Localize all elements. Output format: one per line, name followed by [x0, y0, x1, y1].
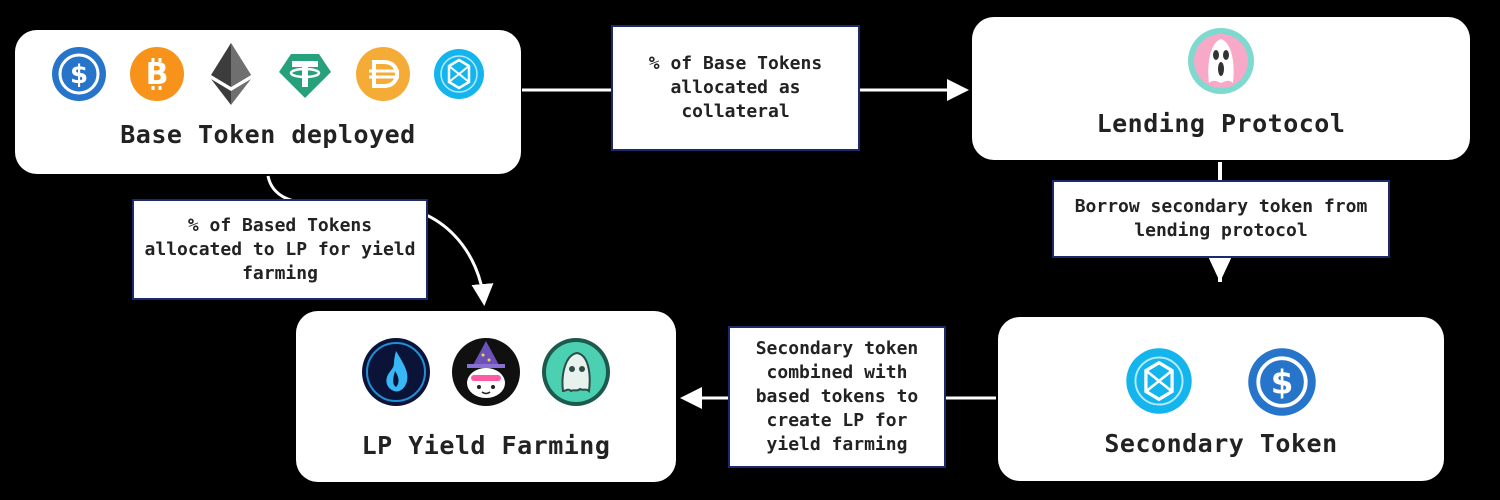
lending-protocol-icons — [972, 27, 1470, 95]
wizard-cat-icon — [452, 338, 520, 406]
node-lending-protocol-title: Lending Protocol — [1096, 109, 1346, 138]
fantom-icon — [434, 49, 484, 99]
secondary-token-icons: $ — [998, 347, 1444, 417]
svg-text:B: B — [146, 57, 169, 92]
fantom-icon — [1126, 348, 1192, 414]
bitcoin-icon: B — [130, 47, 184, 101]
lp-yield-farming-icons — [296, 337, 676, 407]
ethereum-icon — [211, 43, 251, 105]
node-base-token-title: Base Token deployed — [120, 120, 416, 149]
node-lp-yield-farming: LP Yield Farming — [296, 311, 676, 482]
ghost-icon — [542, 338, 610, 406]
usdc-icon: $ — [52, 47, 106, 101]
label-combine: Secondary token combined with based toke… — [728, 326, 946, 468]
spooky-flame-icon — [362, 338, 430, 406]
node-lp-yield-farming-title: LP Yield Farming — [361, 431, 611, 460]
usdc-icon: $ — [1248, 348, 1316, 416]
label-lp-allocation: % of Based Tokens allocated to LP for yi… — [132, 199, 428, 300]
node-base-token: $ B — [15, 30, 521, 174]
ghost-scream-icon — [1188, 28, 1254, 94]
dai-icon — [356, 47, 410, 101]
tether-icon — [279, 54, 331, 98]
label-collateral: % of Base Tokens allocated as collateral — [611, 25, 860, 151]
label-borrow: Borrow secondary token from lending prot… — [1052, 180, 1390, 258]
base-token-icons: $ B — [15, 43, 521, 107]
node-lending-protocol: Lending Protocol — [972, 17, 1470, 160]
svg-text:$: $ — [1271, 363, 1294, 401]
svg-text:$: $ — [70, 60, 88, 90]
node-secondary-token-title: Secondary Token — [1104, 429, 1338, 458]
node-secondary-token: $ Secondary Token — [998, 317, 1444, 481]
